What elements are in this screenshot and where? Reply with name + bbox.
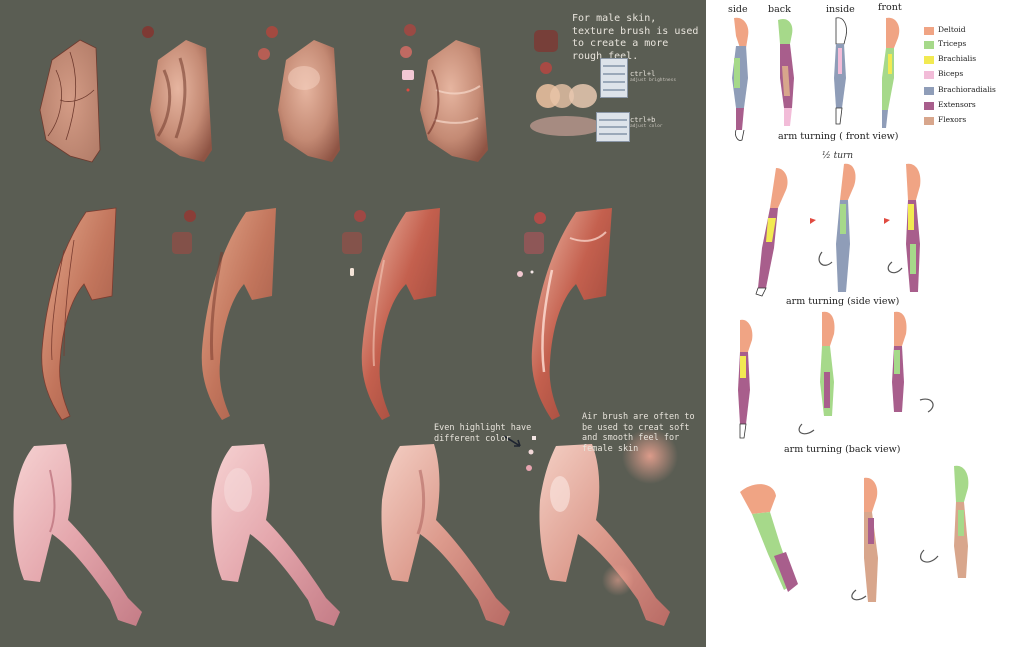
half-turn-note: ½ turn	[822, 151, 854, 161]
anatomy-arm-side	[732, 17, 749, 141]
color-swatch	[528, 449, 534, 455]
rotation-arrow-icon	[919, 398, 934, 413]
anatomy-arm-rotate-1	[740, 484, 798, 592]
caption-back-view: arm turning (back view)	[784, 444, 901, 455]
view-label-inside: inside	[826, 4, 855, 15]
rotation-arrow-icon	[887, 261, 903, 274]
male-texture-note: For male skin, texture brush is used to …	[572, 13, 699, 62]
rotation-arrow-icon	[818, 251, 833, 266]
color-swatch	[534, 212, 546, 224]
male-shoulder-step-4	[420, 40, 488, 162]
legend-swatch	[924, 102, 934, 110]
arrow-icon	[503, 435, 521, 447]
color-swatch	[354, 210, 366, 222]
color-swatch	[184, 210, 196, 222]
color-shortcut: ctrl+b adjust color	[630, 116, 663, 129]
anatomy-diagrams	[732, 17, 969, 602]
anatomy-arm-back	[778, 18, 794, 126]
color-swatch	[404, 24, 416, 36]
anatomy-arm-side-turn-3	[906, 163, 921, 292]
caption-front-view: arm turning ( front view)	[778, 131, 899, 142]
view-label-back: back	[768, 4, 791, 15]
anatomy-arm-rotate-2	[864, 477, 878, 602]
skin-blend-sample	[569, 84, 597, 108]
turn-arrow-icon	[810, 218, 816, 224]
legend-label: Brachialis	[938, 54, 977, 63]
male-shoulder-step-3	[278, 40, 340, 162]
legend-swatch	[924, 87, 934, 95]
highlight-color-note: Even highlight have different color	[434, 423, 532, 444]
anatomy-arm-back-turn-1	[738, 319, 753, 439]
shortcut-key: ctrl+l	[630, 70, 656, 78]
brightness-shortcut: ctrl+l adjust brightness	[630, 70, 676, 83]
color-swatch	[530, 270, 534, 274]
male-arm-step-3	[361, 208, 440, 420]
anatomy-arm-side-turn-1	[755, 168, 788, 297]
color-swatch	[532, 436, 536, 440]
texture-brush-sample	[172, 232, 192, 254]
male-shoulder-step-1	[39, 39, 101, 163]
shortcut-key: ctrl+b	[630, 116, 656, 124]
color-swatch	[350, 268, 354, 276]
skin-blend-sample	[550, 84, 574, 108]
color-swatch	[400, 46, 412, 58]
legend-label: Extensors	[938, 100, 976, 109]
legend-swatch	[924, 56, 934, 64]
brightness-dialog-thumbnail	[600, 58, 628, 98]
color-swatch	[406, 88, 410, 92]
legend-swatch	[924, 71, 934, 79]
anatomy-arm-rotate-3	[954, 465, 969, 578]
arrow-head-icon	[514, 439, 521, 447]
male-shoulder-step-2	[150, 40, 212, 162]
color-swatch	[258, 48, 270, 60]
color-swatch	[517, 271, 523, 277]
painting-steps-panel: For male skin, texture brush is used to …	[0, 0, 706, 647]
anatomy-arm-back-turn-3	[892, 311, 907, 412]
legend-label: Biceps	[938, 69, 964, 78]
color-dialog-thumbnail	[596, 112, 630, 142]
legend-swatch	[924, 117, 934, 125]
color-swatch	[526, 465, 532, 471]
female-arm-step-3	[381, 444, 510, 626]
anatomy-arm-front	[882, 17, 900, 128]
legend-label: Brachioradialis	[938, 85, 996, 94]
color-swatch	[540, 62, 552, 74]
anatomy-arm-side-turn-2	[836, 163, 856, 292]
caption-side-view: arm turning (side view)	[786, 296, 900, 307]
shortcut-description: adjust color	[630, 124, 663, 129]
legend-label: Deltoid	[938, 25, 966, 34]
texture-brush-sample	[524, 232, 544, 254]
legend-swatch	[924, 41, 934, 49]
rotation-arrow-icon	[798, 423, 815, 435]
legend-label: Flexors	[938, 115, 967, 124]
skin-blend-sample	[530, 116, 602, 136]
air-brush-note: Air brush are often to be used to creat …	[582, 412, 695, 454]
rotation-arrow-icon	[919, 549, 939, 563]
anatomy-arm-inside	[834, 17, 847, 125]
texture-brush-sample	[342, 232, 362, 254]
color-swatch	[142, 26, 154, 38]
rotation-arrow-icon	[851, 589, 867, 601]
shortcut-description: adjust brightness	[630, 78, 677, 83]
texture-brush-sample	[534, 30, 558, 52]
legend-swatch	[924, 27, 934, 35]
view-label-side: side	[728, 4, 748, 15]
male-arm-step-1	[41, 207, 117, 421]
anatomy-arm-back-turn-2	[820, 311, 835, 416]
painting-steps-art	[13, 24, 678, 626]
view-label-front: front	[878, 2, 902, 13]
female-arm-step-2	[211, 444, 340, 626]
anatomy-reference-panel	[706, 0, 1024, 647]
female-arm-step-4	[539, 428, 678, 626]
color-swatch	[266, 26, 278, 38]
male-arm-step-2	[201, 208, 276, 420]
turn-arrow-icon	[884, 218, 890, 224]
male-arm-step-4	[531, 208, 612, 420]
female-arm-step-1	[13, 444, 143, 626]
color-swatch	[402, 70, 414, 80]
legend-label: Triceps	[938, 39, 967, 48]
